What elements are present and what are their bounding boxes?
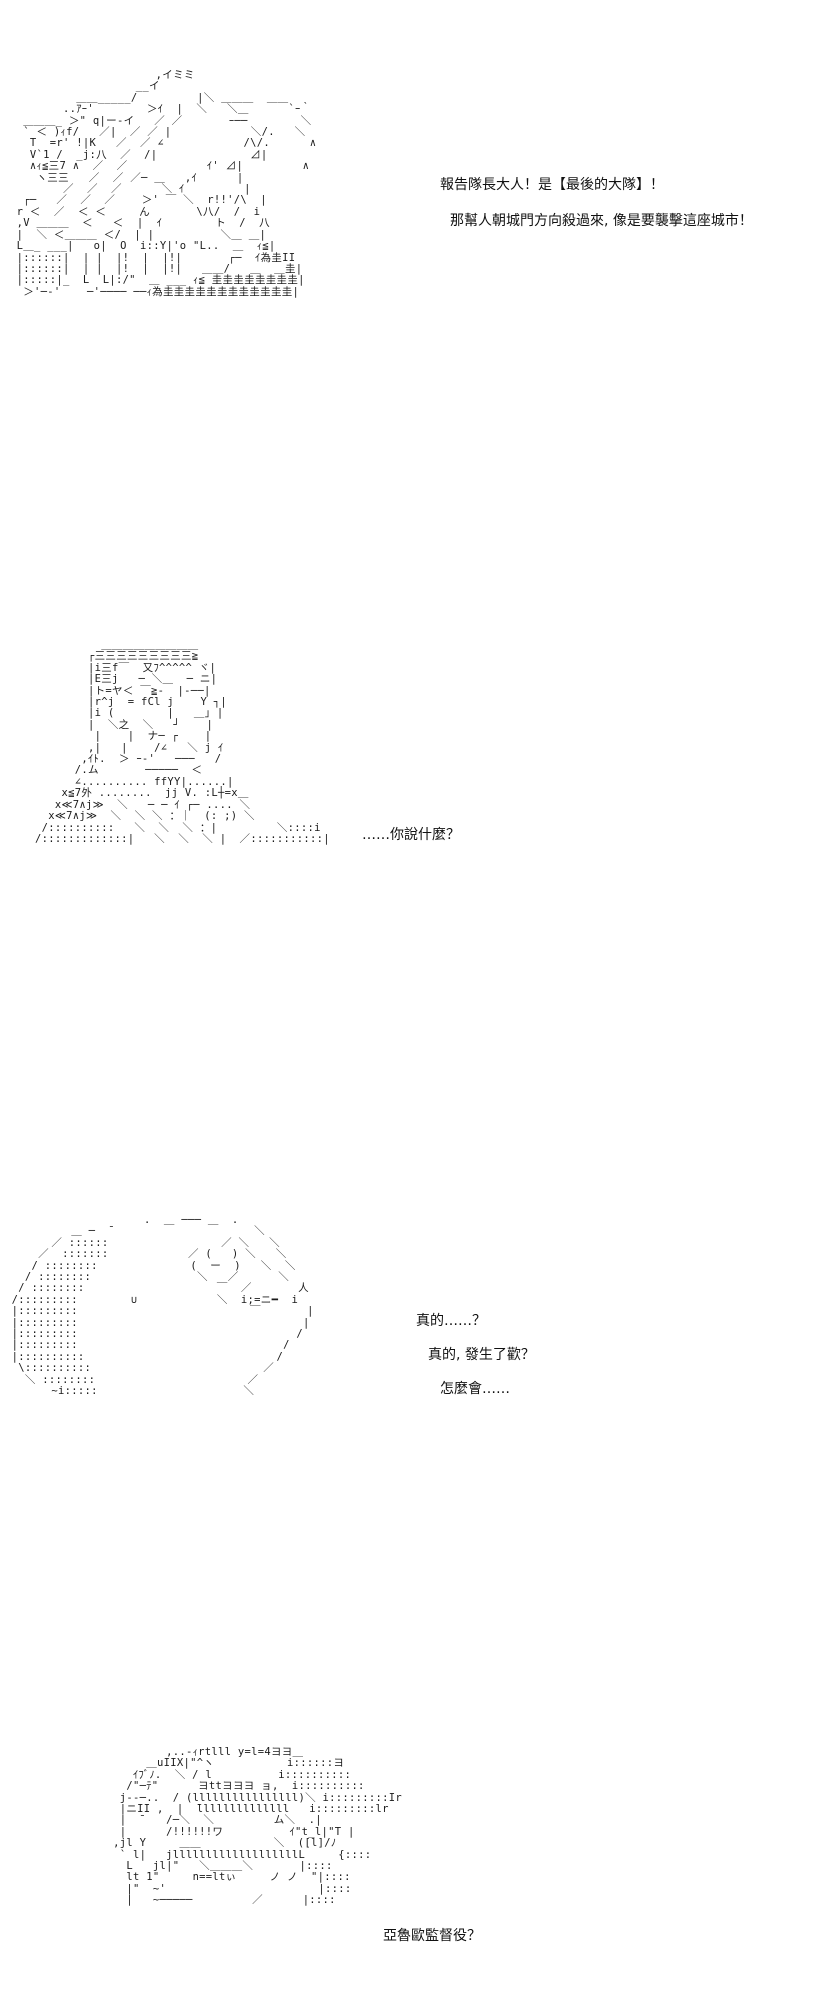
dialogue-line: ……你說什麼？	[362, 827, 460, 843]
panel-attack-report: ,イミミ __イ ＿＿_____/ |＼ ＿＿＿ ＿＿ ..ｱｰ' ＞ｲ | ＼…	[0, 60, 835, 480]
round-character-ascii-art: . ＿ ─── ＿ . ＿ ─ ̄ ＼ ／ :::::: ／ ＼ ＼ ／ :::…	[11, 1214, 314, 1398]
panel-what-did-you-say: ＿＿＿＿＿＿＿＿＿ ┌三三三三三三三三三≧ |i三f￣ 又ﾌ^^^^^ ヾ| |…	[0, 630, 835, 1030]
dialogue-line: 真的……？	[416, 1313, 486, 1329]
dialogue-line: 怎麼會……	[440, 1381, 510, 1397]
dialogue-line: 亞魯歐監督役？	[383, 1928, 481, 1944]
dialogue-line: 真的, 發生了歡？	[428, 1347, 535, 1363]
commander-ascii-art: ＿＿＿＿＿＿＿＿＿ ┌三三三三三三三三三≧ |i三f￣ 又ﾌ^^^^^ ヾ| |…	[35, 639, 330, 845]
dialogue-line: 那幫人朝城門方向殺過來, 像是要襲擊這座城市！	[450, 213, 753, 229]
soldier-ascii-art: ,イミミ __イ ＿＿_____/ |＼ ＿＿＿ ＿＿ ..ｱｰ' ＞ｲ | ＼…	[16, 69, 317, 298]
panel-supervisor-question: ,..-ｨrtlll y=l=4ヨヨ＿ ＿uIIX|"^ヽ i::::::ヨ ｲ…	[0, 1735, 835, 2000]
panel-disbelief: . ＿ ─── ＿ . ＿ ─ ̄ ＼ ／ :::::: ／ ＼ ＼ ／ :::…	[0, 1205, 835, 1565]
dialogue-line: 報告隊長大人！是【最後的大隊】！	[440, 177, 664, 193]
masked-character-ascii-art: ,..-ｨrtlll y=l=4ヨヨ＿ ＿uIIX|"^ヽ i::::::ヨ ｲ…	[113, 1746, 403, 1907]
